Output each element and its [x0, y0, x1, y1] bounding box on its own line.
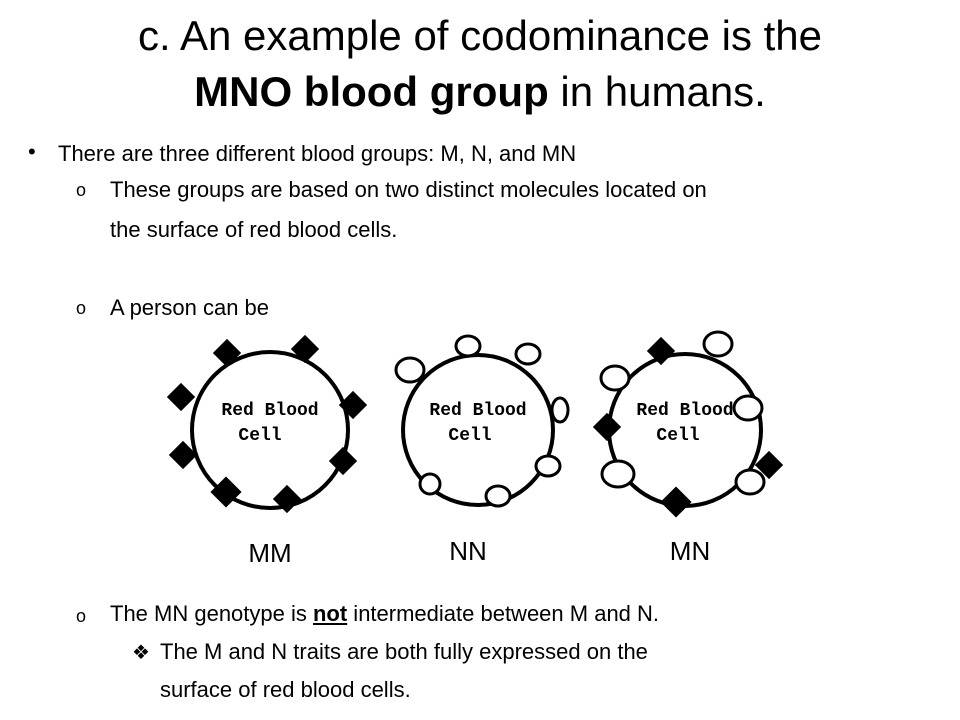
cell-nn-circle — [401, 353, 555, 507]
genotype-label-nn: NN — [449, 536, 487, 566]
sub-bullet-molecules-2: the surface of red blood cells. — [110, 217, 398, 242]
cell-label-bottom: Cell — [448, 426, 491, 446]
sub-bullet-mn-genotype: The MN genotype is not intermediate betw… — [110, 598, 659, 630]
m-molecule — [210, 476, 242, 508]
mn-text-pre: The MN genotype is — [110, 601, 313, 626]
m-molecule — [272, 484, 302, 514]
sub-bullet-marker: o — [76, 298, 87, 318]
diamond-bullet-icon: ❖ — [132, 642, 150, 664]
n-molecule — [599, 364, 631, 392]
blood-cells-figure: Red Blood Cell MM Red Blood Cell NN — [166, 330, 784, 568]
m-molecule — [212, 338, 242, 368]
cell-label-top: Red Blood — [221, 401, 318, 421]
slide-title: c. An example of codominance is the MNO … — [0, 8, 960, 120]
cell-label-bottom: Cell — [656, 426, 699, 446]
m-molecule — [660, 486, 692, 518]
m-molecule — [338, 390, 368, 420]
n-molecule — [734, 468, 766, 496]
genotype-label-mn: MN — [670, 536, 710, 566]
m-molecule — [328, 446, 358, 476]
bullet-blood-groups: There are three different blood groups: … — [58, 141, 577, 166]
m-molecule — [754, 450, 784, 480]
title-line-1: c. An example of codominance is the — [137, 12, 823, 59]
cell-mm: Red Blood Cell MM — [166, 334, 368, 568]
genotype-label-mm: MM — [248, 538, 291, 568]
cell-label-top: Red Blood — [636, 401, 733, 421]
title-line-2: MNO blood group in humans. — [0, 64, 960, 120]
sub-sub-bullet-line-2: surface of red blood cells. — [160, 677, 411, 702]
n-molecule — [418, 472, 442, 496]
m-molecule — [290, 334, 320, 364]
m-molecule — [168, 440, 198, 470]
n-molecule — [534, 454, 562, 478]
cell-nn: Red Blood Cell NN — [394, 334, 570, 566]
cell-mm-circle — [190, 350, 350, 510]
bullet-dot: • — [28, 139, 36, 164]
m-molecule — [592, 412, 622, 442]
n-molecule — [550, 396, 570, 424]
m-molecule — [646, 336, 676, 366]
title-rest: in humans. — [548, 68, 766, 115]
n-molecule — [600, 459, 636, 489]
cell-label-bottom: Cell — [238, 426, 281, 446]
n-molecule — [702, 330, 734, 358]
n-molecule — [514, 342, 542, 366]
mn-text-post: intermediate between M and N. — [347, 601, 660, 626]
sub-bullet-marker: o — [76, 606, 87, 626]
n-molecule — [484, 484, 512, 508]
sub-bullet-person: A person can be — [110, 295, 270, 320]
cell-label-top: Red Blood — [429, 401, 526, 421]
mn-text-not: not — [312, 601, 348, 626]
sub-bullet-molecules-1: These groups are based on two distinct m… — [110, 177, 707, 202]
sub-bullet-marker: o — [76, 180, 87, 200]
title-bold: MNO blood group — [194, 68, 549, 115]
m-molecule — [166, 382, 196, 412]
n-molecule — [394, 356, 426, 384]
cell-mn: Red Blood Cell MN — [592, 330, 784, 566]
n-molecule — [732, 394, 764, 422]
sub-sub-bullet-line-1: The M and N traits are both fully expres… — [160, 639, 648, 664]
n-molecule — [454, 334, 482, 358]
